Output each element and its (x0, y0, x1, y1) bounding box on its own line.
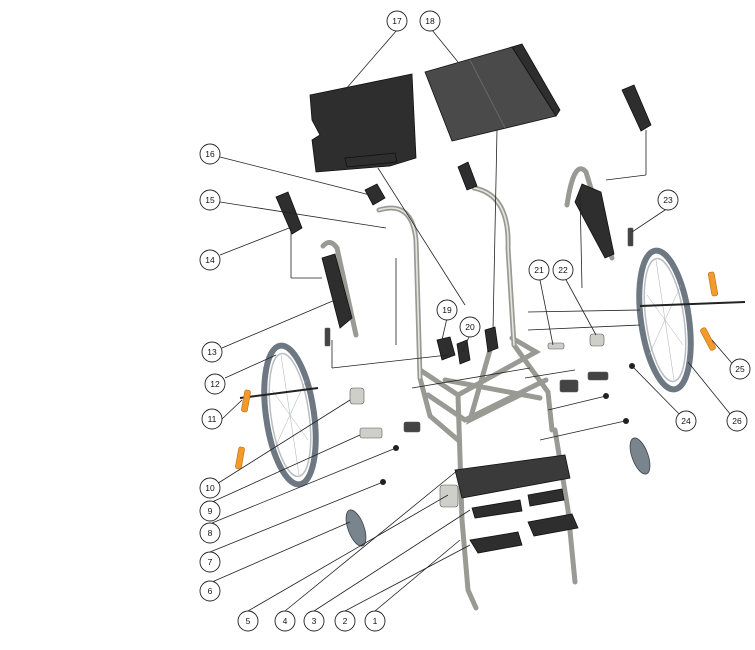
callout-17: 17 (386, 10, 408, 32)
svg-text:8: 8 (208, 528, 213, 538)
seat-upholstery-part (424, 46, 557, 142)
side-guard-left-frame (320, 240, 359, 338)
footplate-upper (471, 499, 523, 519)
callout-18: 18 (419, 10, 441, 32)
svg-text:6: 6 (208, 586, 213, 596)
reflector-right-lower (700, 327, 716, 351)
callout-4: 4 (274, 610, 296, 632)
push-handle-right (457, 161, 478, 191)
reflector-right-upper (707, 271, 719, 297)
castor-wheel-left (345, 509, 367, 547)
svg-text:14: 14 (205, 255, 215, 265)
bracket-part-19 (436, 336, 456, 361)
reflector-left-lower (235, 446, 245, 470)
calf-strap-part (454, 454, 571, 499)
callout-22: 22 (552, 259, 574, 281)
svg-text:16: 16 (205, 149, 215, 159)
rear-wheel-right (636, 247, 694, 393)
svg-text:7: 7 (208, 557, 213, 567)
callout-24: 24 (675, 410, 697, 432)
svg-text:10: 10 (205, 483, 215, 493)
svg-text:25: 25 (735, 364, 745, 374)
side-guard-left-panel (321, 253, 353, 329)
callout-10: 10 (199, 477, 221, 499)
seat-upholstery-roll (511, 43, 561, 117)
svg-text:17: 17 (392, 16, 402, 26)
callout-3: 3 (303, 610, 325, 632)
svg-text:21: 21 (534, 265, 544, 275)
side-guard-right-frame (564, 166, 615, 261)
svg-text:24: 24 (681, 416, 691, 426)
armrest-pad-right (621, 84, 652, 132)
callout-8: 8 (199, 522, 221, 544)
svg-text:9: 9 (208, 506, 213, 516)
callout-2: 2 (334, 610, 356, 632)
svg-text:11: 11 (208, 414, 217, 424)
svg-text:22: 22 (558, 265, 568, 275)
svg-text:12: 12 (210, 379, 220, 389)
footplate-upper-right (527, 488, 565, 507)
svg-text:23: 23 (663, 195, 673, 205)
leader-lines (209, 29, 737, 612)
reflector-left-upper (241, 389, 251, 413)
callout-12: 12 (204, 373, 226, 395)
svg-text:26: 26 (732, 416, 742, 426)
callout-23: 23 (657, 189, 679, 211)
side-guard-right-panel (574, 183, 615, 259)
callout-7: 7 (199, 551, 221, 573)
back-upholstery-part (309, 73, 417, 173)
callout-25: 25 (729, 358, 751, 380)
callout-15: 15 (199, 189, 221, 211)
push-handle-left (364, 183, 386, 206)
bracket-part-20 (456, 339, 471, 365)
seat-upholstery-seam (469, 59, 506, 129)
axle-left (239, 387, 319, 399)
castor-wheel-right (629, 437, 651, 475)
bracket-part-right (484, 326, 499, 353)
svg-text:5: 5 (246, 616, 251, 626)
callout-19: 19 (436, 299, 458, 321)
callout-21: 21 (528, 259, 550, 281)
callout-5: 5 (237, 610, 259, 632)
footplate-lower-left (469, 531, 523, 554)
svg-text:15: 15 (205, 195, 215, 205)
axle-right (639, 301, 746, 307)
svg-text:3: 3 (312, 616, 317, 626)
callout-11: 11 (201, 408, 223, 430)
svg-text:19: 19 (442, 305, 452, 315)
back-upholstery-strap (344, 152, 398, 168)
callout-16: 16 (199, 143, 221, 165)
footplate-lower-right (527, 513, 579, 537)
svg-text:1: 1 (373, 616, 378, 626)
svg-text:4: 4 (283, 616, 288, 626)
callout-1: 1 (364, 610, 386, 632)
callout-9: 9 (199, 500, 221, 522)
rear-wheel-left (261, 342, 319, 488)
svg-text:13: 13 (207, 347, 217, 357)
callout-6: 6 (199, 580, 221, 602)
small-hardware (324, 227, 635, 508)
callout-14: 14 (199, 249, 221, 271)
callout-26: 26 (726, 410, 748, 432)
svg-text:2: 2 (343, 616, 348, 626)
callout-13: 13 (201, 341, 223, 363)
callout-20: 20 (459, 316, 481, 338)
svg-text:18: 18 (425, 16, 435, 26)
svg-text:20: 20 (465, 322, 475, 332)
